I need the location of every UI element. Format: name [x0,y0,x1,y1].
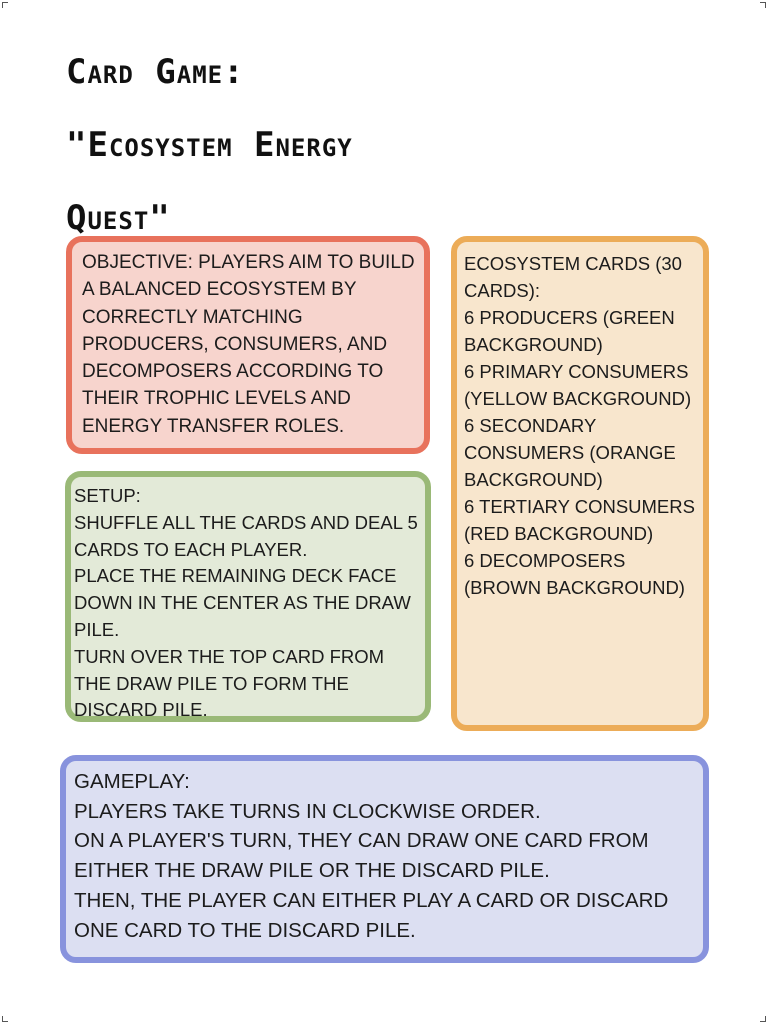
page-title: Card Game: "Ecosystem Energy Quest" [66,36,526,255]
title-line-1: Card Game: [66,52,245,92]
card-type-item: 6 Producers (green background) [464,307,675,355]
crop-mark-top-left [2,2,8,8]
ecosystem-cards-box: Ecosystem Cards (30 cards): 6 Producers … [451,236,709,731]
objective-text: Objective: Players aim to build a balanc… [82,252,415,437]
gameplay-step: On a player's turn, they can draw one ca… [74,829,649,883]
card-type-item: 6 Secondary Consumers (orange background… [464,415,676,490]
gameplay-box: Gameplay: Players take turns in clockwis… [60,755,709,963]
gameplay-step: Then, the player can either play a card … [74,888,669,942]
crop-mark-top-right [760,2,766,8]
setup-heading: Setup: [74,485,141,506]
title-line-3: Quest" [66,198,171,238]
gameplay-heading: Gameplay: [74,770,190,793]
setup-step: Place the remaining deck face down in th… [74,565,411,640]
crop-mark-bottom-right [760,1016,766,1022]
setup-box: Setup: Shuffle all the cards and deal 5 … [65,471,431,722]
setup-step: Turn over the top card from the draw pil… [74,645,385,721]
title-line-2: "Ecosystem Energy [66,125,353,165]
crop-mark-bottom-left [2,1016,8,1022]
gameplay-step: Players take turns in clockwise order. [74,799,541,823]
objective-box: Objective: Players aim to build a balanc… [66,236,430,454]
card-type-item: 6 Primary Consumers (yellow background) [464,361,692,409]
ecosystem-cards-heading: Ecosystem Cards (30 cards): [464,253,682,301]
card-type-item: 6 Decomposers (brown background) [464,550,685,598]
card-type-item: 6 Tertiary Consumers (red background) [464,496,695,544]
setup-step: Shuffle all the cards and deal 5 cards t… [74,511,418,560]
